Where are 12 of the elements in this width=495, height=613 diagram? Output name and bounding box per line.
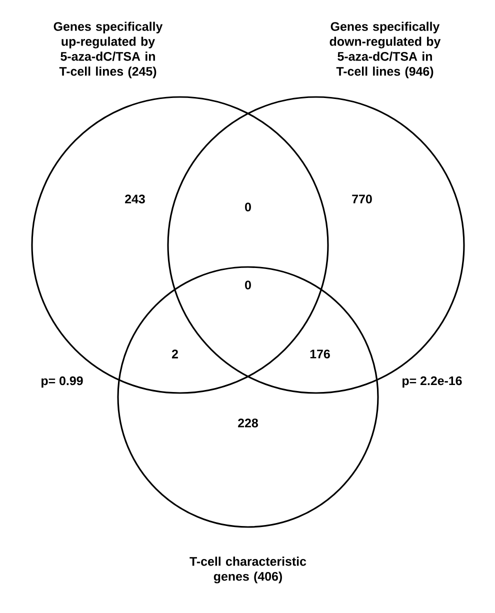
region-count: 228: [238, 418, 258, 428]
set-title: Genes specifically up-regulated by 5-aza-dC/TSA in T-cell lines (245): [54, 22, 163, 78]
set-title: T-cell characteristic genes (406): [190, 556, 306, 584]
region-count: 243: [125, 194, 145, 204]
region-count: 0: [245, 280, 251, 290]
p-value: p= 2.2e-16: [402, 376, 462, 388]
region-count: 2: [172, 350, 178, 358]
region-count: 770: [352, 194, 372, 204]
region-count: 0: [245, 202, 251, 212]
set-title: Genes specifically down-regulated by 5-aza-dC/TSA in T-cell lines (946): [330, 22, 441, 78]
p-value: p= 0.99: [42, 376, 83, 388]
region-count: 176: [310, 350, 330, 358]
